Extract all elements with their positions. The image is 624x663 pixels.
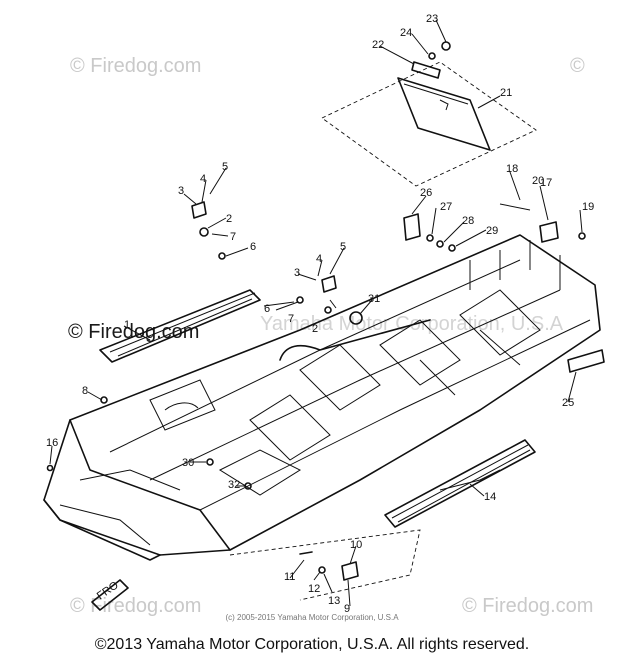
callout-5a: 5: [222, 161, 228, 173]
chassis-body: [43, 234, 601, 556]
callout-7b: 7: [288, 313, 294, 325]
grab-rail: [279, 319, 431, 361]
callout-1: 1: [124, 319, 130, 331]
right-footrest: [384, 439, 536, 528]
front-arrow: [91, 579, 129, 611]
clamp: [341, 561, 359, 581]
callout-27: 27: [440, 201, 452, 213]
rear-bracket: [539, 221, 559, 243]
callout-18: 18: [506, 163, 518, 175]
bracket-right: [321, 275, 337, 293]
frame-rail-mid: [149, 289, 561, 481]
watermark-mid-left: © Firedog.com: [68, 321, 199, 343]
left-footrest: [99, 289, 261, 363]
callout-4b: 4: [316, 253, 322, 265]
callout-21: 21: [500, 87, 512, 99]
callout-29: 29: [486, 225, 498, 237]
callout-10: 10: [350, 539, 362, 551]
callout-6a: 6: [250, 241, 256, 253]
id-plate: [403, 213, 421, 241]
grommet: [349, 311, 363, 325]
callout-7a: 7: [230, 231, 236, 243]
flap-bracket: [411, 61, 441, 79]
callout-3a: 3: [178, 185, 184, 197]
frame-cross-braces: [299, 289, 541, 411]
frame-rail-lower: [199, 319, 591, 511]
copyright-small: (c) 2005-2015 Yamaha Motor Corporation, …: [225, 613, 399, 622]
callout-28: 28: [462, 215, 474, 227]
tail-light: [567, 349, 605, 373]
callout-17: 17: [540, 177, 552, 189]
callout-leaders: [49, 19, 583, 607]
watermark-top-left: © Firedog.com: [70, 55, 201, 77]
watermark-top-right: ©: [570, 55, 585, 77]
callout-13: 13: [328, 595, 340, 607]
callout-25: 25: [562, 397, 574, 409]
bracket-left: [191, 201, 207, 219]
callout-14: 14: [484, 491, 496, 503]
callout-9: 9: [344, 603, 350, 615]
callout-6b: 6: [264, 303, 270, 315]
callout-3b: 3: [294, 267, 300, 279]
front-hood-panel: [149, 379, 216, 431]
callout-8: 8: [82, 385, 88, 397]
callout-2b: 2: [312, 323, 318, 335]
rear-flap-plate: [397, 77, 491, 151]
rear-plate-group-outline: [321, 61, 537, 187]
copyright-footer: ©2013 Yamaha Motor Corporation, U.S.A. A…: [94, 636, 530, 653]
callout-20: 20: [532, 175, 544, 187]
callout-4a: 4: [200, 173, 206, 185]
watermark-bottom-right: © Firedog.com: [462, 595, 593, 617]
callout-19: 19: [582, 201, 594, 213]
callout-30: 30: [182, 457, 194, 469]
callout-32: 32: [228, 479, 240, 491]
watermark-bottom-left: © Firedog.com: [70, 595, 201, 617]
nut: [441, 41, 451, 51]
callout-2a: 2: [226, 213, 232, 225]
callout-31: 31: [368, 293, 380, 305]
callout-16: 16: [46, 437, 58, 449]
washer: [428, 52, 436, 60]
callout-26: 26: [420, 187, 432, 199]
callout-12: 12: [308, 583, 320, 595]
watermark-mid-ghost: Yamaha Motor Corporation, U.S.A: [260, 313, 564, 335]
callout-23: 23: [426, 13, 438, 25]
callout-22: 22: [372, 39, 384, 51]
callout-5b: 5: [340, 241, 346, 253]
callout-11: 11: [284, 571, 295, 583]
console-recess: [218, 449, 302, 496]
callout-numbers: 1 2 2 3 3 4 4 5 5 6 6 7 7 8 9 10 11 12 1…: [46, 13, 594, 615]
callout-24: 24: [400, 27, 412, 39]
